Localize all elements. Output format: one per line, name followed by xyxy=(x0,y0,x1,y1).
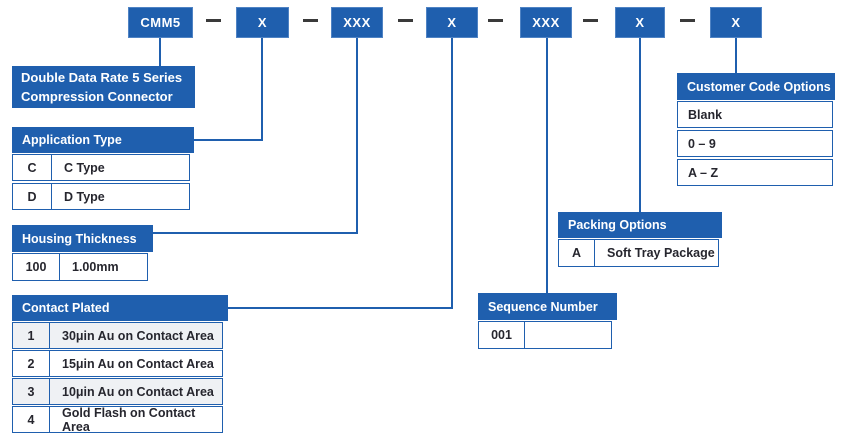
code-cell: 4 xyxy=(13,407,50,432)
table-row: 0 – 9 xyxy=(677,130,833,157)
desc-cell: 15μin Au on Contact Area xyxy=(62,356,214,371)
code-cell: 100 xyxy=(13,254,60,280)
desc-cell: C Type xyxy=(64,160,105,175)
connector-line-customer xyxy=(735,38,737,73)
table-row: Blank xyxy=(677,101,833,128)
connector-line-series xyxy=(159,38,161,66)
desc-cell: Soft Tray Package xyxy=(607,246,715,260)
code-cell: C xyxy=(13,155,52,180)
desc-cell: 30μin Au on Contact Area xyxy=(62,328,214,343)
sequence-number-header: Sequence Number xyxy=(478,293,617,320)
table-row: 001 xyxy=(478,321,612,349)
series-description-line1: Double Data Rate 5 Series xyxy=(21,69,183,85)
packing-options-header: Packing Options xyxy=(558,212,722,238)
desc-cell xyxy=(525,322,611,348)
connector-line-application xyxy=(261,38,263,141)
part-code-box-application: X xyxy=(236,7,289,38)
series-description-line2: Compression Connector xyxy=(21,89,173,104)
connector-line-plating xyxy=(228,307,453,309)
code-cell: 3 xyxy=(13,379,50,404)
dash-separator xyxy=(680,19,695,22)
application-type-header: Application Type xyxy=(12,127,194,153)
desc-cell: 1.00mm xyxy=(72,260,119,274)
code-cell: 001 xyxy=(479,322,525,348)
housing-thickness-header: Housing Thickness xyxy=(12,225,153,252)
code-cell: D xyxy=(13,184,52,209)
desc-cell: 10μin Au on Contact Area xyxy=(62,384,214,399)
connector-line-packing xyxy=(639,38,641,212)
table-row: 4 Gold Flash on Contact Area xyxy=(12,405,223,434)
part-code-box-packing: X xyxy=(615,7,665,38)
part-code-box-housing: XXX xyxy=(331,7,383,38)
table-row: C C Type xyxy=(12,154,190,181)
code-cell: A xyxy=(559,240,595,266)
part-code-box-sequence: XXX xyxy=(520,7,572,38)
contact-plated-header: Contact Plated xyxy=(12,295,228,321)
dash-separator xyxy=(488,19,503,22)
part-code-box-plating: X xyxy=(426,7,478,38)
dash-separator xyxy=(206,19,221,22)
desc-cell: D Type xyxy=(64,189,105,204)
desc-cell: Gold Flash on Contact Area xyxy=(62,405,196,434)
option-cell: Blank xyxy=(688,107,723,122)
table-row: 1 30μin Au on Contact Area xyxy=(12,322,223,349)
option-cell: A – Z xyxy=(688,165,719,180)
customer-code-options-header: Customer Code Options xyxy=(677,73,835,100)
dash-separator xyxy=(398,19,413,22)
connector-line-housing xyxy=(153,232,358,234)
connector-line-application xyxy=(194,139,263,141)
connector-line-housing xyxy=(356,38,358,234)
option-cell: 0 – 9 xyxy=(688,136,716,151)
table-row: A – Z xyxy=(677,159,833,186)
dash-separator xyxy=(583,19,598,22)
table-row: D D Type xyxy=(12,183,190,210)
connector-line-plating xyxy=(451,38,453,309)
part-code-box-series: CMM5 xyxy=(128,7,193,38)
connector-line-sequence xyxy=(546,38,548,293)
table-row: 2 15μin Au on Contact Area xyxy=(12,350,223,377)
table-row: 100 1.00mm xyxy=(12,253,148,281)
dash-separator xyxy=(303,19,318,22)
code-cell: 1 xyxy=(13,323,50,348)
table-row: A Soft Tray Package xyxy=(558,239,719,267)
series-description-box: Double Data Rate 5 Series Compression Co… xyxy=(12,66,195,108)
code-cell: 2 xyxy=(13,351,50,376)
table-row: 3 10μin Au on Contact Area xyxy=(12,378,223,405)
part-code-box-customer: X xyxy=(710,7,762,38)
